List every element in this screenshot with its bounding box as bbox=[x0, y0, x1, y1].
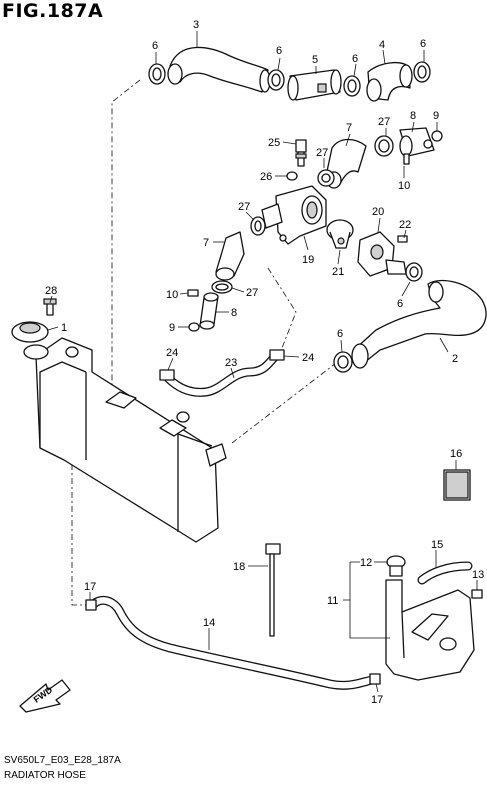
callout-23: 23 bbox=[225, 357, 237, 369]
callout-17: 17 bbox=[371, 694, 383, 706]
callout-25: 25 bbox=[268, 137, 280, 149]
callout-17: 17 bbox=[84, 581, 96, 593]
bolt-icon bbox=[187, 289, 199, 297]
hose-icon bbox=[351, 279, 487, 369]
thermostat-housing-icon bbox=[261, 185, 327, 245]
callout-10: 10 bbox=[398, 180, 410, 192]
hose-clamp-icon bbox=[317, 169, 335, 187]
callout-18: 18 bbox=[233, 561, 245, 573]
callout-6: 6 bbox=[352, 53, 358, 65]
clip-icon bbox=[269, 349, 285, 361]
callout-6: 6 bbox=[152, 40, 158, 52]
reference-line bbox=[111, 79, 141, 400]
callout-12: 12 bbox=[360, 557, 372, 569]
radiator-icon bbox=[35, 337, 227, 543]
hose-icon bbox=[215, 231, 245, 281]
callout-13: 13 bbox=[472, 569, 484, 581]
bolt-icon bbox=[397, 235, 408, 243]
hose-icon bbox=[87, 595, 377, 690]
hose-clamp-icon bbox=[374, 135, 394, 157]
callout-27: 27 bbox=[246, 287, 258, 299]
figure-title: FIG.187A bbox=[2, 0, 104, 22]
bolt-icon bbox=[471, 589, 483, 599]
callout-2: 2 bbox=[452, 353, 458, 365]
hose-icon bbox=[167, 46, 271, 93]
figure-name: RADIATOR HOSE bbox=[4, 770, 86, 781]
pad-icon bbox=[443, 469, 471, 501]
callout-14: 14 bbox=[203, 617, 215, 629]
pipe-icon bbox=[287, 69, 342, 101]
reference-line bbox=[231, 359, 341, 444]
callout-22: 22 bbox=[399, 219, 411, 231]
cable-tie-icon bbox=[265, 543, 281, 637]
callout-28: 28 bbox=[45, 285, 57, 297]
fitting-icon bbox=[399, 127, 435, 157]
callout-16: 16 bbox=[450, 448, 462, 460]
hose-clamp-icon bbox=[413, 61, 431, 83]
callout-24: 24 bbox=[302, 352, 314, 364]
direction-arrow-icon: FWD bbox=[19, 679, 71, 713]
hose-clamp-icon bbox=[343, 75, 361, 97]
hose-icon bbox=[366, 61, 413, 102]
callout-27: 27 bbox=[238, 201, 250, 213]
callout-6: 6 bbox=[337, 328, 343, 340]
callout-19: 19 bbox=[302, 254, 314, 266]
hose-clamp-icon bbox=[369, 673, 381, 685]
callout-9: 9 bbox=[433, 110, 439, 122]
callout-9: 9 bbox=[169, 322, 175, 334]
hose-clamp-icon bbox=[333, 351, 353, 373]
hose-inner bbox=[418, 562, 472, 584]
callout-6: 6 bbox=[420, 38, 426, 50]
callout-27: 27 bbox=[378, 116, 390, 128]
hose-clamp-icon bbox=[267, 69, 285, 91]
callout-1: 1 bbox=[61, 322, 67, 334]
radiator-cap-icon bbox=[11, 321, 49, 360]
hose-inner bbox=[88, 597, 376, 689]
hose-clamp-icon bbox=[405, 262, 423, 282]
callout-6: 6 bbox=[397, 298, 403, 310]
callout-3: 3 bbox=[193, 19, 199, 31]
callout-4: 4 bbox=[379, 39, 385, 51]
fitting-icon bbox=[199, 292, 219, 330]
hose-clamp-icon bbox=[211, 280, 233, 294]
callout-11: 11 bbox=[327, 595, 338, 607]
callout-24: 24 bbox=[166, 347, 178, 359]
reference-line bbox=[267, 267, 297, 349]
sensor-icon bbox=[295, 139, 307, 167]
callout-8: 8 bbox=[410, 110, 416, 122]
hose-clamp-icon bbox=[85, 599, 97, 611]
callout-10: 10 bbox=[166, 289, 178, 301]
callout-27: 27 bbox=[316, 147, 328, 159]
callout-5: 5 bbox=[312, 54, 318, 66]
thermostat-icon bbox=[326, 219, 354, 249]
o-ring-icon bbox=[431, 130, 443, 142]
callout-26: 26 bbox=[260, 171, 272, 183]
o-ring-icon bbox=[188, 322, 200, 332]
thermostat-cover-icon bbox=[357, 231, 407, 277]
tank-cap-icon bbox=[386, 555, 406, 577]
callout-21: 21 bbox=[332, 266, 344, 278]
callout-6: 6 bbox=[276, 45, 282, 57]
bolt-icon bbox=[43, 298, 57, 316]
reservoir-tank-icon bbox=[385, 579, 475, 681]
callout-7: 7 bbox=[203, 237, 209, 249]
callout-20: 20 bbox=[372, 206, 384, 218]
clip-icon bbox=[159, 369, 175, 381]
hose-clamp-icon bbox=[250, 216, 266, 236]
callout-7: 7 bbox=[346, 122, 352, 134]
callout-8: 8 bbox=[231, 307, 237, 319]
figure-code: SV650L7_E03_E28_187A bbox=[4, 755, 121, 766]
hose-inner bbox=[164, 352, 280, 396]
bolt-icon bbox=[403, 153, 410, 165]
washer-icon bbox=[286, 171, 298, 181]
callout-15: 15 bbox=[431, 539, 443, 551]
hose-clamp-icon bbox=[148, 63, 166, 85]
